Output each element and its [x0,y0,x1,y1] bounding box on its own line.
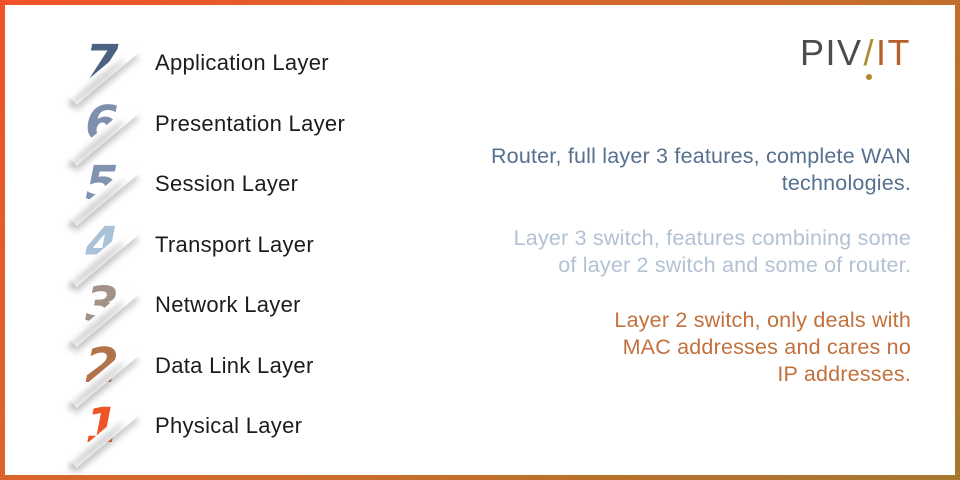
annotation-block: Layer 3 switch, features combining some … [513,226,911,277]
osi-layer-row: 3 Network Layer [71,275,345,336]
layer-label: Transport Layer [155,231,314,257]
layer-number: 6 [85,95,119,152]
layer-number-badge: 7 [71,35,133,91]
layer-number-badge: 3 [71,277,133,333]
layer-number-badge: 5 [71,156,133,212]
osi-layer-row: 4 Transport Layer [71,215,345,276]
osi-layer-row: 1 Physical Layer [71,396,345,457]
layer-number-badge: 1 [71,398,133,454]
layer-label: Network Layer [155,292,301,318]
osi-layer-row: 6 Presentation Layer [71,94,345,155]
layer-number: 3 [85,277,119,334]
layer-number: 2 [85,337,119,394]
layer-number-badge: 4 [71,217,133,273]
annotation-column: Router, full layer 3 features, complete … [411,143,911,388]
logo-text-pi: PI [799,32,837,73]
osi-layer-row: 7 Application Layer [71,33,345,94]
layer-label: Presentation Layer [155,110,346,136]
layer-number: 1 [85,398,119,455]
logo-slash-icon: / [863,32,875,80]
layer-label: Application Layer [155,50,329,76]
layer-number: 4 [85,216,119,273]
layer-number: 7 [85,35,119,92]
osi-layer-row: 2 Data Link Layer [71,336,345,397]
logo-text-it: IT [876,32,911,73]
logo-text-v: V [836,32,863,73]
annotation-block: Router, full layer 3 features, complete … [490,144,911,195]
layer-number-badge: 2 [71,338,133,394]
annotation-block: Layer 2 switch, only deals with MAC addr… [614,308,911,386]
osi-layer-list: 7 Application Layer 6 Presentation Layer… [71,33,345,457]
layer-number: 5 [85,156,119,213]
osi-layer-row: 5 Session Layer [71,154,345,215]
layer-number-badge: 6 [71,96,133,152]
layer-label: Data Link Layer [155,352,314,378]
pivit-logo: PIV/IT [799,32,911,80]
layer-label: Session Layer [155,171,299,197]
layer-label: Physical Layer [155,413,303,439]
